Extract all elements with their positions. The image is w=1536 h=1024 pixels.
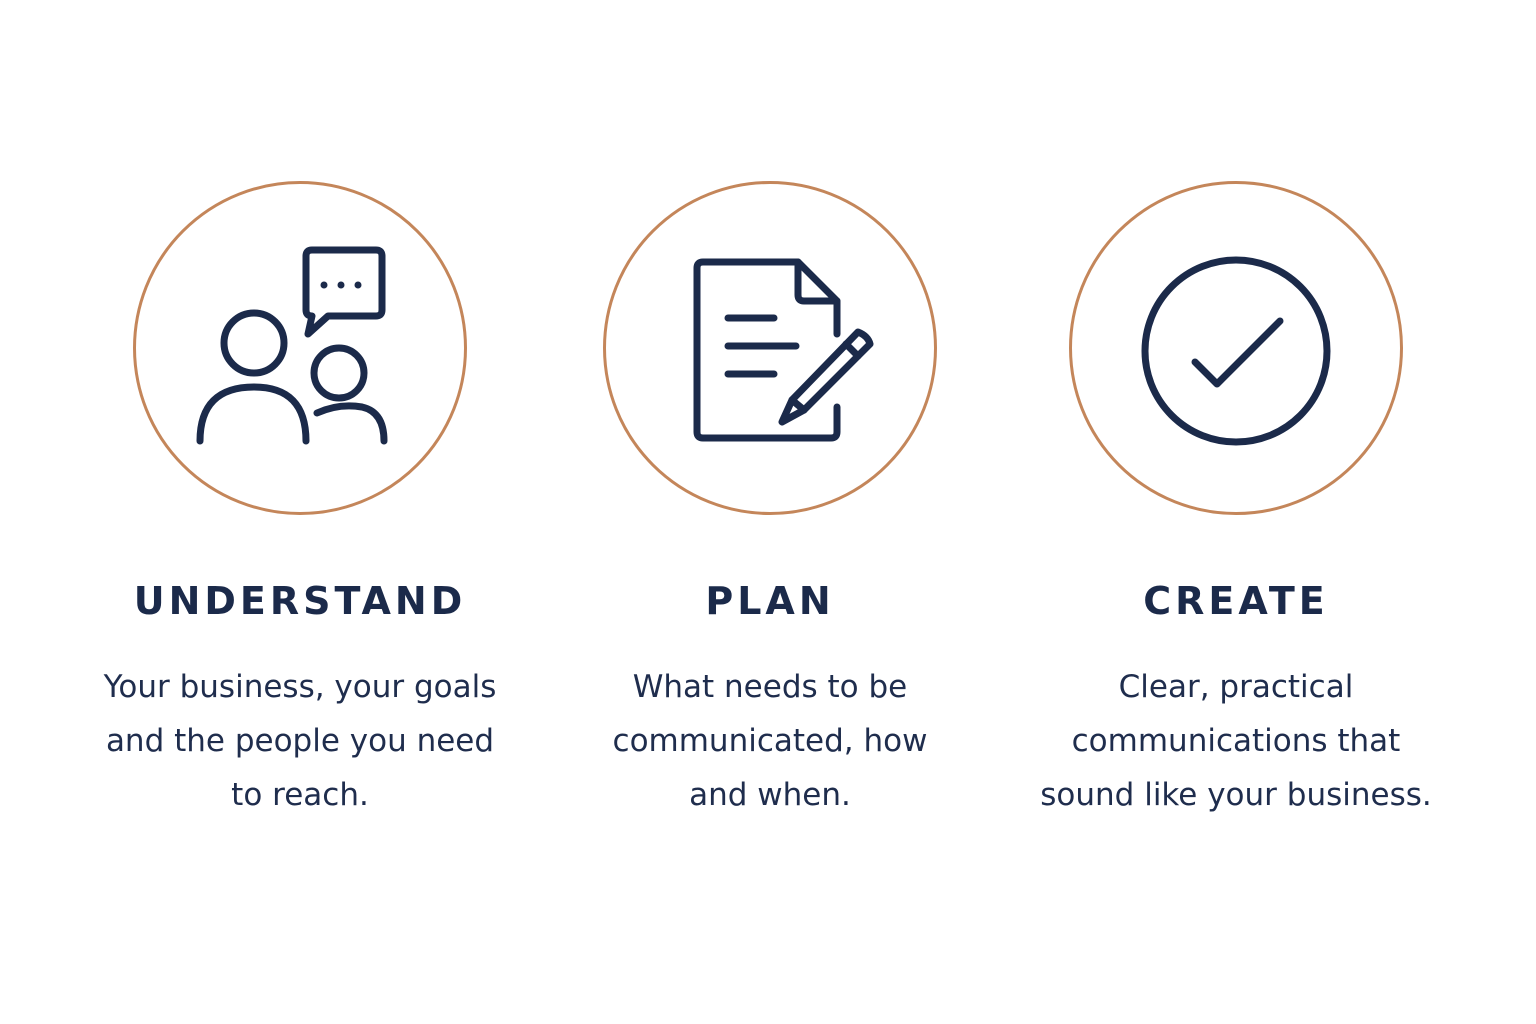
description-line: communications that: [1071, 723, 1401, 759]
step-create: CREATE Clear, practical communications t…: [1006, 0, 1466, 1024]
understand-icon-ring: [133, 181, 467, 515]
create-icon-ring: [1069, 181, 1403, 515]
description-line: Your business, your goals: [103, 669, 497, 705]
description-line: and the people you need: [105, 723, 495, 759]
description-line: to reach.: [231, 777, 369, 813]
step-heading: CREATE: [1143, 579, 1329, 623]
document-pencil-icon: [693, 258, 874, 442]
step-heading: PLAN: [705, 579, 835, 623]
description-line: Clear, practical: [1118, 669, 1354, 705]
step-description: Clear, practical communications that sou…: [1006, 660, 1466, 822]
step-plan: PLAN What needs to be communicated, how …: [540, 0, 1000, 1024]
step-description: What needs to be communicated, how and w…: [540, 660, 1000, 822]
description-line: What needs to be: [632, 669, 908, 705]
step-heading: UNDERSTAND: [133, 579, 467, 623]
step-understand: UNDERSTAND Your business, your goals and…: [70, 0, 530, 1024]
description-line: and when.: [689, 777, 851, 813]
description-line: communicated, how: [612, 723, 928, 759]
description-line: sound like your business.: [1040, 777, 1432, 813]
check-circle-icon: [1141, 256, 1331, 446]
plan-icon-ring: [603, 181, 937, 515]
people-conversation-icon: [196, 246, 388, 445]
step-description: Your business, your goals and the people…: [70, 660, 530, 822]
